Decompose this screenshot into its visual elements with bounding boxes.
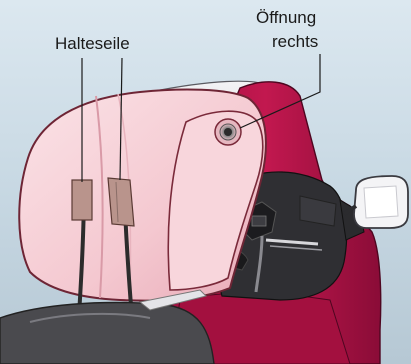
circular-opening-icon: [215, 119, 241, 145]
oeffnung-label-line2: rechts: [272, 32, 318, 52]
strap-buckle-icon: [108, 178, 134, 226]
halteseile-label: Halteseile: [55, 34, 130, 54]
oeffnung-label-line1: Öffnung: [256, 8, 316, 28]
footwell: [0, 303, 214, 364]
strap-buckle-icon: [72, 180, 92, 220]
